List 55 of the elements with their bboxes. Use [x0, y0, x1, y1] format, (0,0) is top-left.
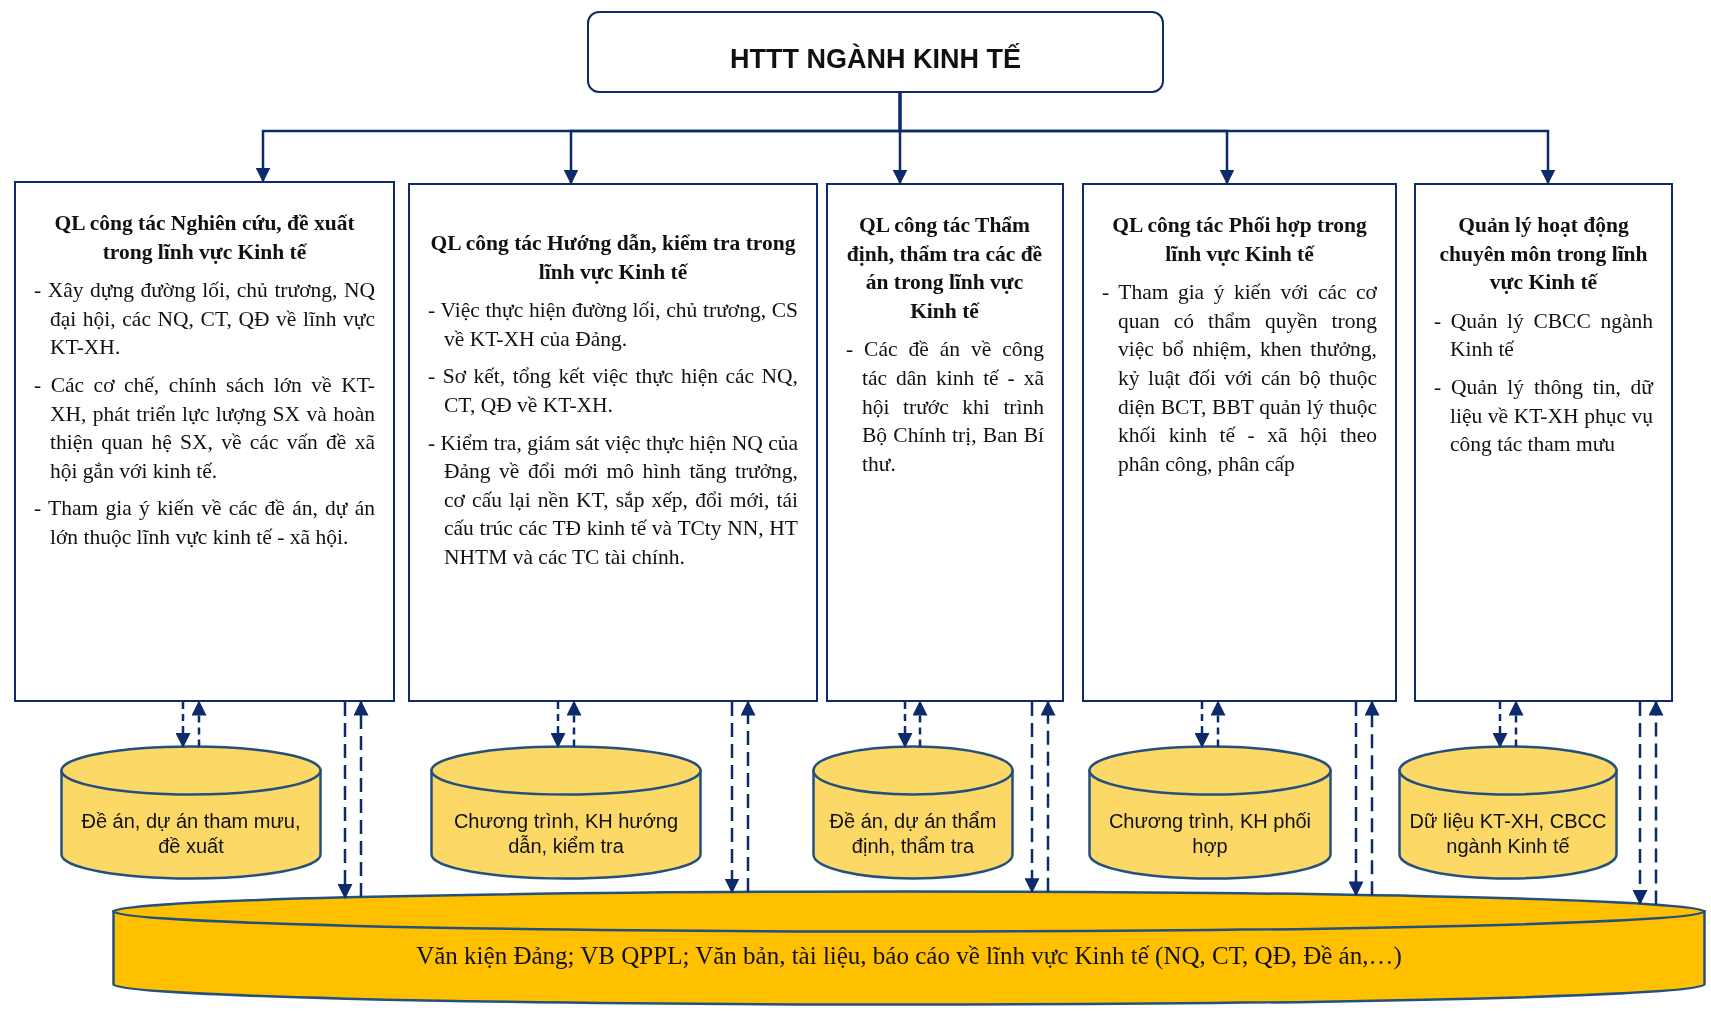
database-cylinder: [430, 745, 702, 880]
title-box: [587, 11, 1164, 93]
bullet-item: - Quản lý thông tin, dữ liệu về KT-XH phục vụ công tác tham mưu: [1434, 373, 1653, 459]
dashed-arrow: [353, 700, 369, 897]
dashed-arrow: [740, 700, 756, 892]
dashed-arrow: [1348, 702, 1364, 897]
dashed-arrow: [1210, 700, 1226, 747]
dashed-arrow: [1492, 702, 1508, 749]
database-cylinder: [1398, 745, 1618, 880]
process-box: [1082, 183, 1397, 702]
database-cylinder: [60, 745, 322, 880]
box-heading: QL công tác Nghiên cứu, đề xuất trong lĩnh vực Kinh tế: [53, 210, 356, 266]
process-box: [14, 181, 395, 702]
box-heading: Quản lý hoạt động chuyên môn trong lĩnh vực Kinh tế: [1438, 212, 1649, 297]
box-heading: HTTT NGÀNH KINH TẾ: [730, 42, 1021, 77]
dashed-arrow: [724, 702, 740, 894]
dashed-arrow: [1648, 700, 1664, 905]
bullet-item: - Việc thực hiện đường lối, chủ trương, CS về KT-XH của Đảng.: [428, 297, 798, 353]
process-box: [408, 183, 818, 702]
dashed-arrow: [191, 700, 207, 747]
cylinder-label: Dữ liệu KT-XH, CBCC ngành Kinh tế: [1408, 809, 1608, 859]
bullet-item: - Xây dựng đường lối, chủ trương, NQ đại hội, các NQ, CT, QĐ về lĩnh vực KT-XH.: [34, 277, 375, 362]
bullet-item: - Tham gia ý kiến về các đề án, dự án lớn thuộc lĩnh vực kinh tế - xã hội.: [34, 495, 375, 551]
cylinder-label: Đề án, dự án thẩm định, thẩm tra: [828, 809, 998, 859]
dashed-arrow: [1040, 700, 1056, 892]
dashed-arrow: [1632, 702, 1648, 906]
database-cylinder: [112, 890, 1706, 1006]
bullet-item: - Tham gia ý kiến với các cơ quan có thẩm quyền trong việc bổ nhiệm, khen thưởng, kỷ luật đối với cán bộ thuộc diện BCT, BBT quản lý thuộc khối kinh tế - xã hội theo phân công, phân cấp: [1102, 279, 1377, 478]
box-heading: QL công tác Phối hợp trong lĩnh vực Kinh tế: [1111, 212, 1368, 268]
dashed-arrow: [897, 702, 913, 749]
dashed-arrow: [337, 702, 353, 899]
dashed-arrow: [550, 702, 566, 749]
dashed-arrow: [1194, 702, 1210, 749]
cylinder-label: Chương trình, KH phối hợp: [1107, 809, 1313, 859]
database-cylinder: [1088, 745, 1332, 880]
process-box: [826, 183, 1064, 702]
arrow: [898, 93, 1556, 185]
cylinder-label: Đề án, dự án tham mưu, đề xuất: [80, 809, 302, 859]
cylinder-label: Văn kiện Đảng; VB QPPL; Văn bản, tài liệu, báo cáo về lĩnh vực Kinh tế (NQ, CT, QĐ, Đề án,…): [415, 941, 1403, 972]
bullet-item: - Quản lý CBCC ngành Kinh tế: [1434, 307, 1653, 364]
dashed-arrow: [1024, 702, 1040, 894]
dashed-arrow: [1364, 700, 1380, 896]
dashed-arrow: [1508, 700, 1524, 747]
box-heading: QL công tác Thẩm định, thẩm tra các đề án trong lĩnh vực Kinh tế: [845, 212, 1044, 325]
box-heading: QL công tác Hướng dẫn, kiểm tra trong lĩnh vực Kinh tế: [429, 230, 797, 286]
database-cylinder: [812, 745, 1014, 880]
dashed-arrow: [175, 702, 191, 749]
bullet-item: - Sơ kết, tổng kết việc thực hiện các NQ, CT, QĐ về KT-XH.: [428, 363, 798, 419]
dashed-arrow: [566, 700, 582, 747]
cylinder-label: Chương trình, KH hướng dẫn, kiểm tra: [452, 809, 680, 859]
process-box: [1414, 183, 1673, 702]
dashed-arrow: [912, 700, 928, 747]
bullet-item: - Kiểm tra, giám sát việc thực hiện NQ của Đảng về đổi mới mô hình tăng trưởng, cơ cấu lại nền KT, sắp xếp, đổi mới, tái cấu trúc các TĐ kinh tế và TCty NN, HT NHTM và các TC tài chính.: [428, 429, 798, 571]
bullet-item: - Các cơ chế, chính sách lớn về KT-XH, phát triển lực lượng SX và hoàn thiện quan hệ SX, về các vấn đề xã hội gắn với kinh tế.: [34, 371, 375, 485]
bullet-item: - Các đề án về công tác dân kinh tế - xã hội trước khi trình Bộ Chính trị, Ban Bí thư.: [846, 336, 1044, 478]
